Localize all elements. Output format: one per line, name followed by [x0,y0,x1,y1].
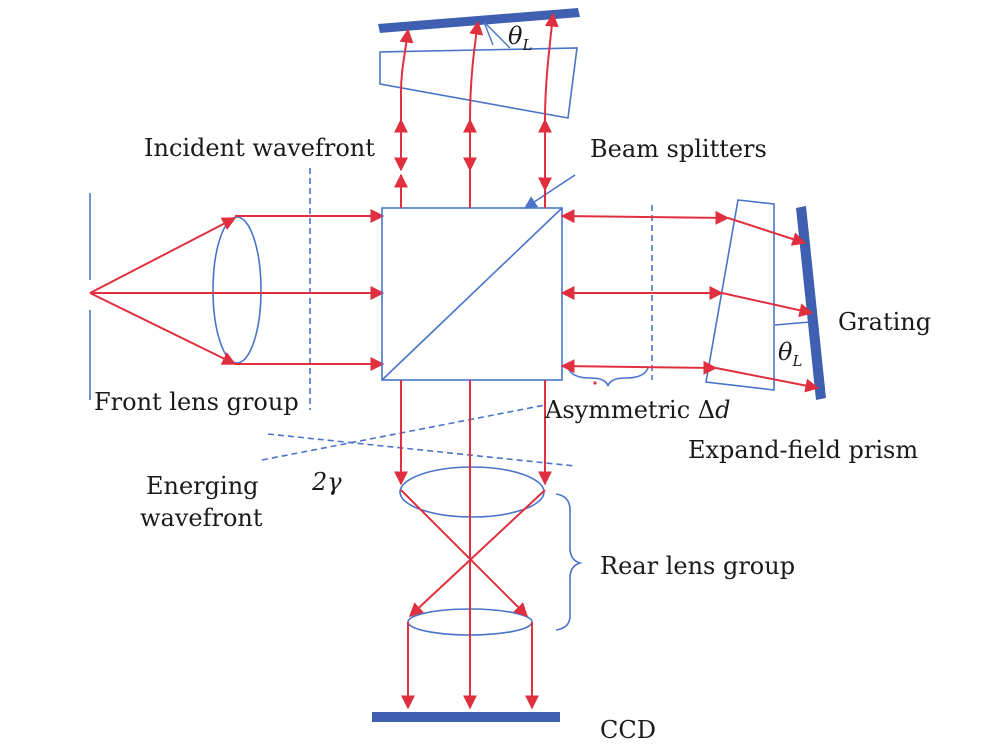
emerging-wavefront-line-2 [261,404,546,461]
energing-label: Energing [146,472,259,500]
top-theta-mark-2 [483,21,511,49]
top-prism [379,47,578,119]
expand-field-prism-label: Expand-field prism [688,436,918,464]
right-theta-mark [774,321,811,326]
top-theta-label: θL [508,22,532,54]
ccd-label: CCD [600,716,656,744]
top-mirror-plate [378,8,580,33]
right-theta-label: θL [778,338,802,370]
rear-lens-group-label: Rear lens group [600,552,795,580]
two-gamma-label: 2γ [311,468,342,496]
beam-splitter-pointer [523,174,576,209]
rear-rays [394,380,552,710]
right-theta-sub: L [791,352,802,370]
beam-splitter-diagonal [381,207,563,381]
emerging-wavefront-line-1 [267,433,576,467]
wavefront-label: wavefront [140,504,263,532]
top-theta-symbol: θ [508,22,523,50]
front-rays [89,209,385,371]
ccd-plate [372,712,560,722]
front-lens-group-label: Front lens group [94,388,299,416]
grating-plate [796,206,826,400]
asymmetric-text: Asymmetric Δ [544,396,715,424]
top-theta-mark [483,21,494,46]
incident-wavefront-label: Incident wavefront [144,134,375,162]
brace-dot [593,381,597,385]
top-theta-sub: L [521,36,532,54]
grating-label: Grating [838,308,931,336]
right-arm-rays [560,209,820,393]
asymmetric-var: d [715,396,730,424]
front-lens [212,216,262,364]
expand-field-prism [705,199,775,391]
right-theta-symbol: θ [778,338,793,366]
top-arm-rays [394,12,559,208]
beam-splitters-label: Beam splitters [590,135,767,163]
asymmetric-brace [567,367,649,387]
asymmetric-label: Asymmetric Δd [544,396,731,424]
rear-lens-brace [555,493,583,631]
